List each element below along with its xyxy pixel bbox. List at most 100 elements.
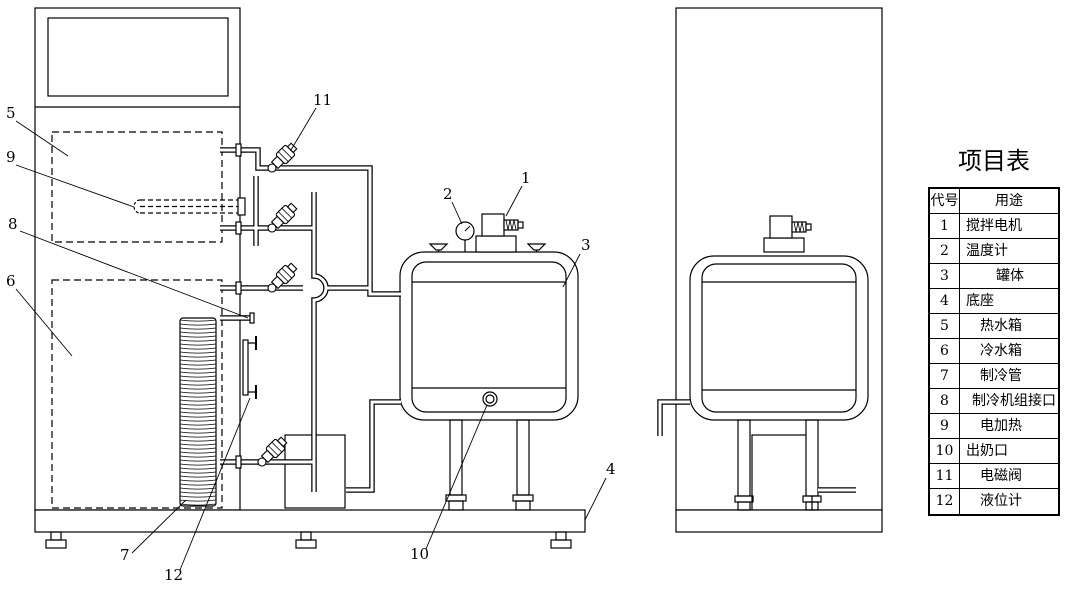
motor-housing [481,213,505,237]
connector-grip [505,219,517,231]
row-code: 5 [930,314,960,338]
display-panel [47,17,229,97]
row-use: 制冷机组接口 [972,393,1056,409]
connector-grip [793,221,805,233]
parts-table: 代号 用途 1 搅拌电机 2 温度计 3 罐体 4 底座 5 热水箱 6 冷水箱… [928,187,1060,516]
leg-foot-base [515,500,531,511]
motor-flange [763,237,805,253]
motor-flange [475,235,517,253]
leg-foot [445,494,467,502]
pipe-flange [235,143,242,157]
callout-1: 1 [521,169,531,187]
callout-12: 12 [164,566,183,584]
leader-line-7 [131,499,187,554]
callouts: 1 2 3 4 5 6 7 8 9 10 11 12 [6,91,616,584]
header-use: 用途 [995,193,1023,209]
row-code: 8 [930,389,960,413]
row-code: 7 [930,364,960,388]
connector-cap [517,221,524,229]
callout-4: 4 [606,460,616,478]
table-row: 2 温度计 [930,239,1058,264]
foot-pad [295,539,317,549]
table-row: 5 热水箱 [930,314,1058,339]
row-code: 9 [930,414,960,438]
refrigeration-interface-cap [249,312,255,324]
row-code: 12 [930,489,960,514]
table-row: 6 冷水箱 [930,339,1058,364]
row-use: 出奶口 [966,443,1008,459]
row-use: 底座 [966,293,994,309]
tank-inner-wall [701,263,857,413]
heater-element-end [133,199,141,214]
tank-leg [516,419,530,496]
hot-water-tank [51,131,223,243]
callout-8: 8 [8,215,18,233]
lid-handle [428,243,449,252]
foot-stem [300,531,312,541]
heater-terminal [237,197,246,216]
leg-foot [512,494,534,502]
row-code: 11 [930,464,960,488]
lid-handle [526,243,547,252]
side-unit-box [751,434,813,511]
foot-stem [50,531,62,541]
callout-7: 7 [120,546,130,564]
leg-foot [734,495,754,503]
row-use: 制冷管 [980,368,1022,384]
tank-leg [737,419,751,497]
leader-line-10 [425,404,488,550]
side-base-plate [675,509,883,533]
leader-line-5 [15,120,69,157]
front-view [34,7,586,549]
tank-inner-wall [411,261,567,413]
callout-10: 10 [410,545,429,563]
wall-flanges [235,143,255,469]
parts-table-title: 项目表 [958,147,1030,175]
row-code: 10 [930,439,960,463]
leader-line-3 [562,253,581,288]
base-plate [34,509,586,533]
leader-line-6 [15,288,73,357]
tank-jacket [689,255,869,421]
cold-water-tank [51,279,223,509]
pipe-flange [235,281,242,295]
side-tank-body [689,255,869,421]
table-row: 7 制冷管 [930,364,1058,389]
level-gauge-connectors [248,342,256,393]
callout-2: 2 [443,185,453,203]
table-row: 11 电磁阀 [930,464,1058,489]
outlet-ring [482,391,498,407]
row-use: 搅拌电机 [966,218,1022,234]
leader-line-11 [290,107,317,151]
leader-line-1 [505,185,523,217]
table-header-row: 代号 用途 [930,189,1058,214]
refrigeration-coil [179,317,217,507]
electric-heater [133,197,246,216]
leader-line-4 [584,477,607,521]
row-use: 电加热 [980,418,1022,434]
table-row: 3 罐体 [930,264,1058,289]
table-row: 10 出奶口 [930,439,1058,464]
side-agitator-motor [763,215,812,253]
leg-foot-base [737,501,751,511]
leg-foot-base [448,500,464,511]
leader-line-9 [15,164,135,208]
row-code: 6 [930,339,960,363]
base-frame [34,509,586,549]
table-row: 4 底座 [930,289,1058,314]
callout-3: 3 [581,236,591,254]
callout-11: 11 [313,91,332,109]
row-use: 热水箱 [980,318,1022,334]
leader-line-8 [19,230,249,319]
motor-housing [769,215,793,239]
foot-pad [45,539,67,549]
table-row: 1 搅拌电机 [930,214,1058,239]
leader-lines [15,107,607,571]
callout-5: 5 [6,104,16,122]
row-use: 冷水箱 [980,343,1022,359]
tank-leg [805,419,819,497]
row-code: 1 [930,214,960,238]
table-row: 8 制冷机组接口 [930,389,1058,414]
connector-cap [805,223,812,231]
foot-stem [555,531,567,541]
